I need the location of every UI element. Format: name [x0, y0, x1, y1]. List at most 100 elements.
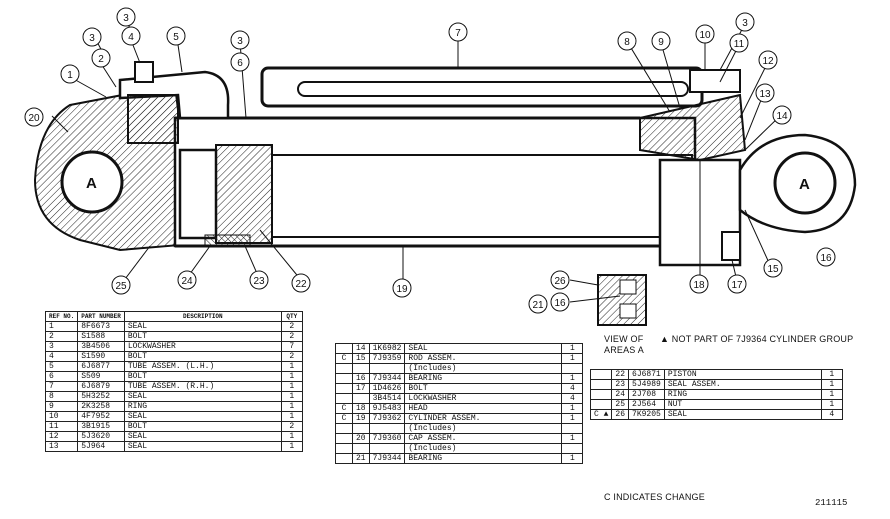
callout-10: 10	[699, 30, 711, 41]
cell-qty: 1	[280, 381, 303, 392]
cell-qty	[561, 423, 584, 434]
cell-flag: C ▲	[589, 409, 613, 420]
cell-flag	[335, 373, 353, 384]
cell-desc: PISTON	[663, 369, 822, 380]
callout-15: 15	[767, 264, 779, 275]
nut	[178, 148, 218, 240]
cell-desc: BOLT	[123, 351, 282, 362]
cell-part: S1588	[77, 331, 125, 342]
cell-part: S1590	[77, 351, 125, 362]
drawing-number: 211115	[815, 498, 848, 508]
cell-part: 9J5483	[368, 403, 406, 414]
cell-flag: C	[335, 403, 353, 414]
cell-desc: SEAL ASSEM.	[663, 379, 822, 390]
cell-desc: (Includes)	[404, 423, 563, 434]
cell-part: 7J9360	[368, 433, 406, 444]
cell-desc: RING	[663, 389, 822, 400]
piston	[215, 144, 273, 244]
port-label-left: A	[86, 175, 97, 192]
header-desc: DESCRIPTION	[123, 311, 282, 322]
cell-desc: BOLT	[123, 371, 282, 382]
cell-desc: TUBE ASSEM. (R.H.)	[123, 381, 282, 392]
cell-part: 4F7952	[77, 411, 125, 422]
cell-desc: NUT	[663, 399, 822, 410]
cell-qty: 1	[561, 353, 584, 364]
cell-ref	[352, 363, 370, 374]
rod	[271, 154, 693, 238]
callout-numbers: 1 2 3 3 4 5 3 6 7 8 9 10 3 11 12 13 14 1…	[28, 13, 832, 311]
callout-20: 20	[28, 113, 40, 124]
cell-qty: 1	[280, 371, 303, 382]
cell-ref: 17	[352, 383, 370, 394]
not-part-note: ▲ NOT PART OF 7J9364 CYLINDER GROUP	[660, 334, 854, 344]
callout-11: 11	[734, 39, 745, 50]
callout-21: 21	[532, 300, 544, 311]
cell-qty: 1	[561, 343, 584, 354]
header-part: PART NUMBER	[77, 311, 125, 322]
callout-3d: 3	[742, 18, 748, 29]
callouts	[24, 7, 836, 314]
cell-flag	[589, 369, 613, 380]
cell-part: S509	[77, 371, 125, 382]
right-bearing-port	[773, 151, 837, 215]
callout-5: 5	[173, 32, 179, 43]
cell-ref: 6	[44, 371, 79, 382]
cell-desc: ROD ASSEM.	[404, 353, 563, 364]
cell-part: 7J9344	[368, 373, 406, 384]
callout-23: 23	[253, 276, 265, 287]
areas-a-label: AREAS A	[604, 345, 644, 355]
cell-ref: 10	[44, 411, 79, 422]
header-ref: REF NO.	[44, 311, 79, 322]
header-qty: QTY	[280, 311, 303, 322]
cell-flag	[335, 383, 353, 394]
cell-ref: 1	[44, 321, 79, 332]
cell-ref: 24	[611, 389, 630, 400]
callout-1: 1	[67, 70, 73, 81]
callout-16b: 16	[554, 298, 566, 309]
cell-ref: 12	[44, 431, 79, 442]
cell-ref: 11	[44, 421, 79, 432]
cell-desc: SEAL	[123, 441, 282, 452]
cell-part: 7J9362	[368, 413, 406, 424]
change-note: C INDICATES CHANGE	[604, 492, 705, 502]
cell-desc: RING	[123, 401, 282, 412]
cell-ref: 15	[352, 353, 370, 364]
cell-part	[368, 363, 406, 374]
cell-part: 7J9359	[368, 353, 406, 364]
cell-ref: 26	[611, 409, 630, 420]
cell-part	[368, 423, 406, 434]
callout-26: 26	[554, 276, 566, 287]
cell-desc: CYLINDER ASSEM.	[404, 413, 563, 424]
cell-ref: 4	[44, 351, 79, 362]
cell-qty: 1	[561, 373, 584, 384]
cell-part: 1D4626	[368, 383, 406, 394]
cell-desc: SEAL	[123, 391, 282, 402]
cell-flag	[335, 393, 353, 404]
cell-part: 5J3620	[77, 431, 125, 442]
callout-12: 12	[762, 56, 774, 67]
cell-qty: 1	[280, 391, 303, 402]
cell-qty: 1	[280, 401, 303, 412]
callout-4: 4	[128, 32, 134, 43]
cell-ref: 23	[611, 379, 630, 390]
callout-16: 16	[820, 253, 832, 264]
cell-qty: 1	[561, 453, 584, 464]
cell-desc: (Includes)	[404, 363, 563, 374]
cell-desc: CAP ASSEM.	[404, 433, 563, 444]
cell-qty: 2	[280, 321, 303, 332]
